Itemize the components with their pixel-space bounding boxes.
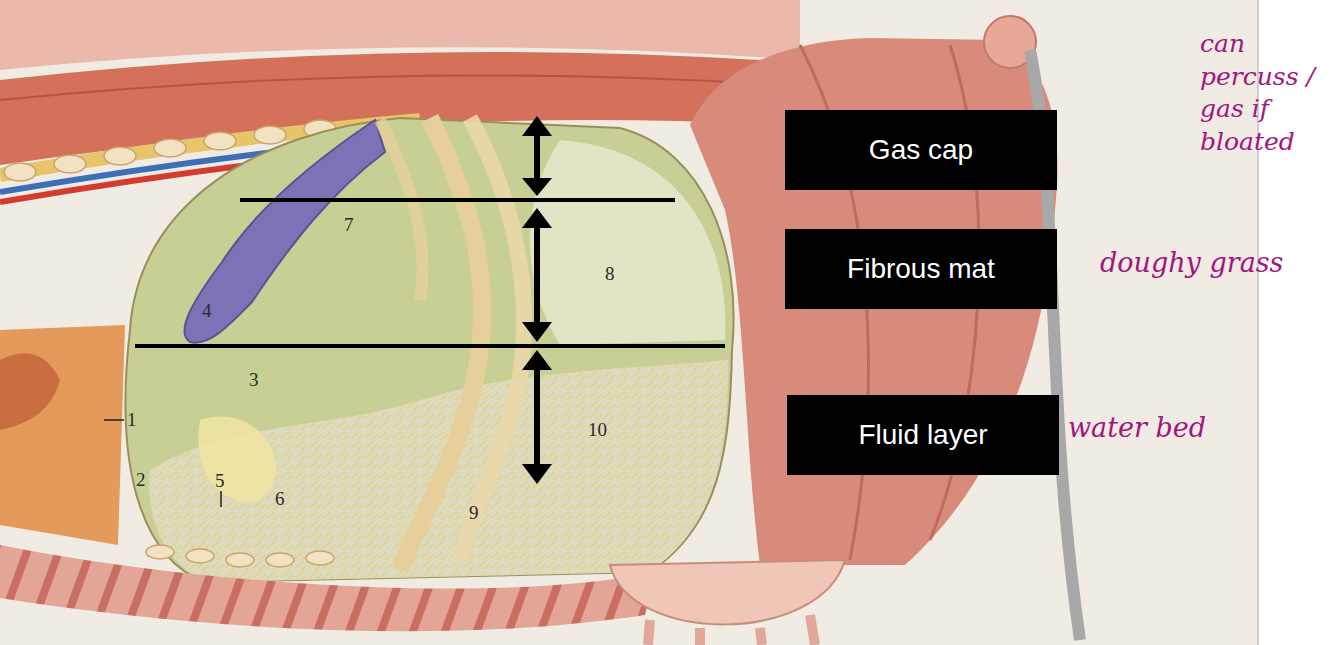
layer-name: Gas cap [869, 134, 973, 166]
layer-box: Fluid layer [787, 395, 1059, 475]
callout-number: 4 [202, 300, 212, 322]
callout-number: 8 [605, 263, 615, 285]
callout-number: 5 [215, 470, 225, 492]
handwritten-note: can percuss / gas if bloated [1200, 28, 1328, 158]
layer-name: Fibrous mat [847, 253, 995, 285]
callout-number: 7 [344, 214, 354, 236]
layer-name: Fluid layer [858, 419, 987, 451]
callout-number: 2 [136, 469, 146, 491]
handwritten-note: doughy grass [1100, 245, 1325, 280]
callout-number: 1 [127, 409, 137, 431]
callout-number: 6 [275, 488, 285, 510]
callout-number: 3 [249, 369, 259, 391]
callout-number: 10 [588, 419, 607, 441]
layer-box: Gas cap [785, 110, 1057, 190]
callout-number: 9 [469, 502, 479, 524]
layer-box: Fibrous mat [785, 229, 1057, 309]
handwritten-note: water bed [1068, 410, 1268, 445]
